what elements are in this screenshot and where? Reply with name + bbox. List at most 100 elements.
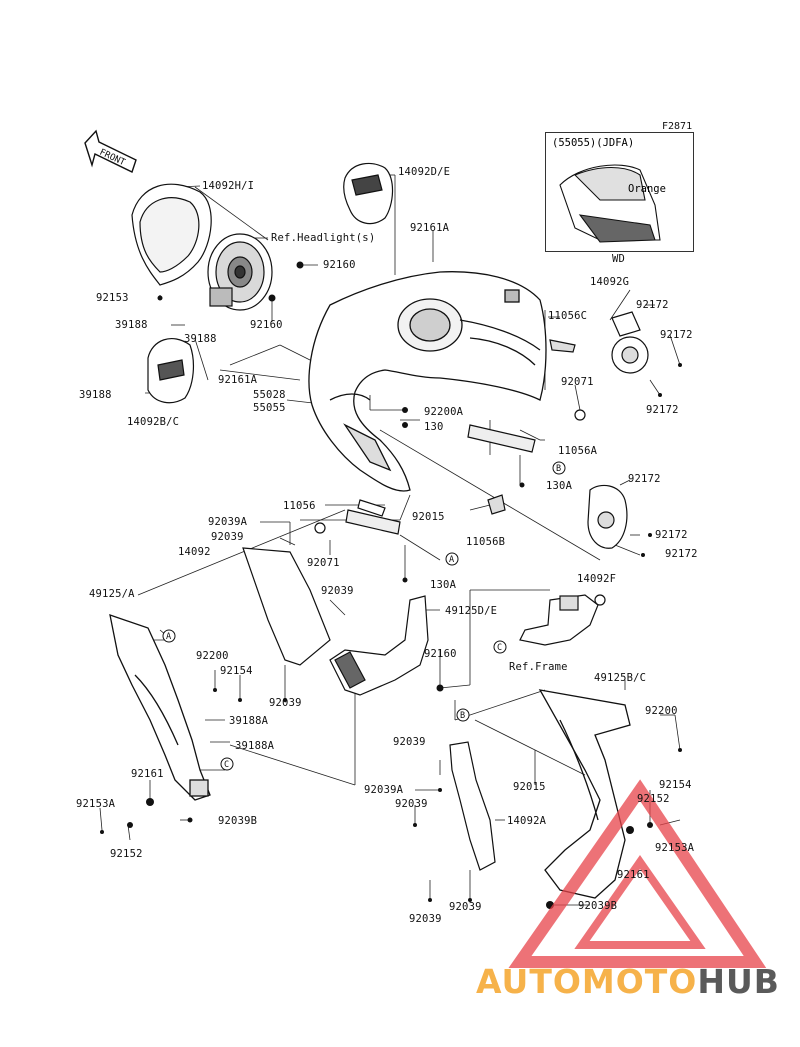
label-92160-b: 92160 [250,319,283,331]
headlight-cover-part [131,183,212,286]
svg-text:A: A [449,555,454,565]
label-92039-b: 92039 [321,585,354,597]
label-39188-b: 39188 [184,333,217,345]
label-92172-d: 92172 [628,473,661,485]
label-14092bc: 14092B/C [127,416,180,428]
label-92160-a: 92160 [323,259,356,271]
svg-text:A: A [166,632,171,642]
callout-letters: A A B B C C [166,464,561,770]
label-11056a: 11056A [558,445,598,457]
label-130a-bottom: 130A [430,579,457,591]
frame-bracket-part [519,594,606,646]
label-92172-e: 92172 [655,529,688,541]
label-55055: 55055 [253,402,286,414]
lower-fairing-center-part [329,595,429,696]
watermark-text-primary: AUTOMOTO [476,962,698,1001]
inset-model: WD [612,253,626,265]
label-11056c: 11056C [548,310,588,322]
label-92200a: 92200A [424,406,464,418]
label-92039b-right: 92039B [578,900,618,912]
front-arrow: FRONT [84,129,137,173]
label-11056b: 11056B [466,536,506,548]
svg-text:C: C [224,760,229,770]
label-92039-f: 92039 [449,901,482,913]
label-49125bc: 49125B/C [594,672,647,684]
label-14092de: 14092D/E [398,166,451,178]
label-92039a-left: 92039A [208,516,248,528]
label-92071-right: 92071 [561,376,594,388]
label-11056: 11056 [283,500,316,512]
left-side-fairing-part [109,614,211,801]
svg-text:C: C [497,643,502,653]
callout-b-2 [456,708,470,722]
label-92161-right: 92161 [617,869,650,881]
inset-color-note: Orange [628,183,666,195]
label-49125a: 49125/A [89,588,135,600]
label-92152-right: 92152 [637,793,670,805]
label-92161-left: 92161 [131,768,164,780]
label-92160-low: 92160 [424,648,457,660]
label-92071-left: 92071 [307,557,340,569]
label-39188-a: 39188 [115,319,148,331]
label-39188-c: 39188 [79,389,112,401]
upper-duct-part [343,162,394,225]
label-92039-a: 92039 [211,531,244,543]
inner-panel-right-part [449,741,496,871]
label-92039b-left: 92039B [218,815,258,827]
label-14092f: 14092F [577,573,617,585]
left-cowl-part [147,338,195,404]
label-ref-frame: Ref.Frame [509,661,568,673]
inset-title: (55055)(JDFA) [552,137,635,149]
label-92161a-mid: 92161A [218,374,258,386]
label-92154-left: 92154 [220,665,253,677]
label-39188a-a: 39188A [229,715,269,727]
figure-code: F2871 [662,121,693,132]
label-92172-f: 92172 [665,548,698,560]
label-130a-top: 130A [546,480,573,492]
label-92039-e: 92039 [395,798,428,810]
callout-c-1 [493,640,507,654]
callout-c-2 [220,757,234,771]
watermark-brand: AUTOMOTOHUB [476,962,780,1002]
label-130: 130 [424,421,444,433]
label-55028: 55028 [253,389,286,401]
label-92172-b: 92172 [660,329,693,341]
label-92039-d: 92039 [393,736,426,748]
label-92161a-top: 92161A [410,222,450,234]
label-92039-c: 92039 [269,697,302,709]
label-92152-left: 92152 [110,848,143,860]
label-14092hi: 14092H/I [202,180,255,192]
svg-text:B: B [460,711,465,721]
label-92154-right: 92154 [659,779,692,791]
label-92172-a: 92172 [636,299,669,311]
callout-circles [162,461,566,771]
label-92015-top: 92015 [412,511,445,523]
label-92153a-left: 92153A [76,798,116,810]
callout-a-1 [445,552,459,566]
label-14092: 14092 [178,546,211,558]
watermark-text-secondary: HUB [697,962,780,1001]
label-14092a: 14092A [507,815,547,827]
label-14092g: 14092G [590,276,630,288]
stay-parts [345,424,536,535]
fasteners [100,261,682,909]
inset-illustration [559,164,661,243]
label-92200: 92200 [196,650,229,662]
label-92172-c: 92172 [646,404,679,416]
label-ref-headlight: Ref.Headlight(s) [271,232,376,244]
inset-box: (55055)(JDFA) Orange [545,132,694,252]
label-92200-right: 92200 [645,705,678,717]
svg-text:B: B [556,464,561,474]
label-92153-top: 92153 [96,292,129,304]
label-92039-g: 92039 [409,913,442,925]
label-49125de: 49125D/E [445,605,498,617]
upper-fairing-part [308,271,547,492]
watermark-triangle [508,779,767,968]
right-bracket-parts [487,311,649,549]
headlight-unit-part [207,233,273,311]
label-39188a-b: 39188A [235,740,275,752]
callout-a-2 [162,629,176,643]
grommets [314,409,586,534]
callout-b-1 [552,461,566,475]
